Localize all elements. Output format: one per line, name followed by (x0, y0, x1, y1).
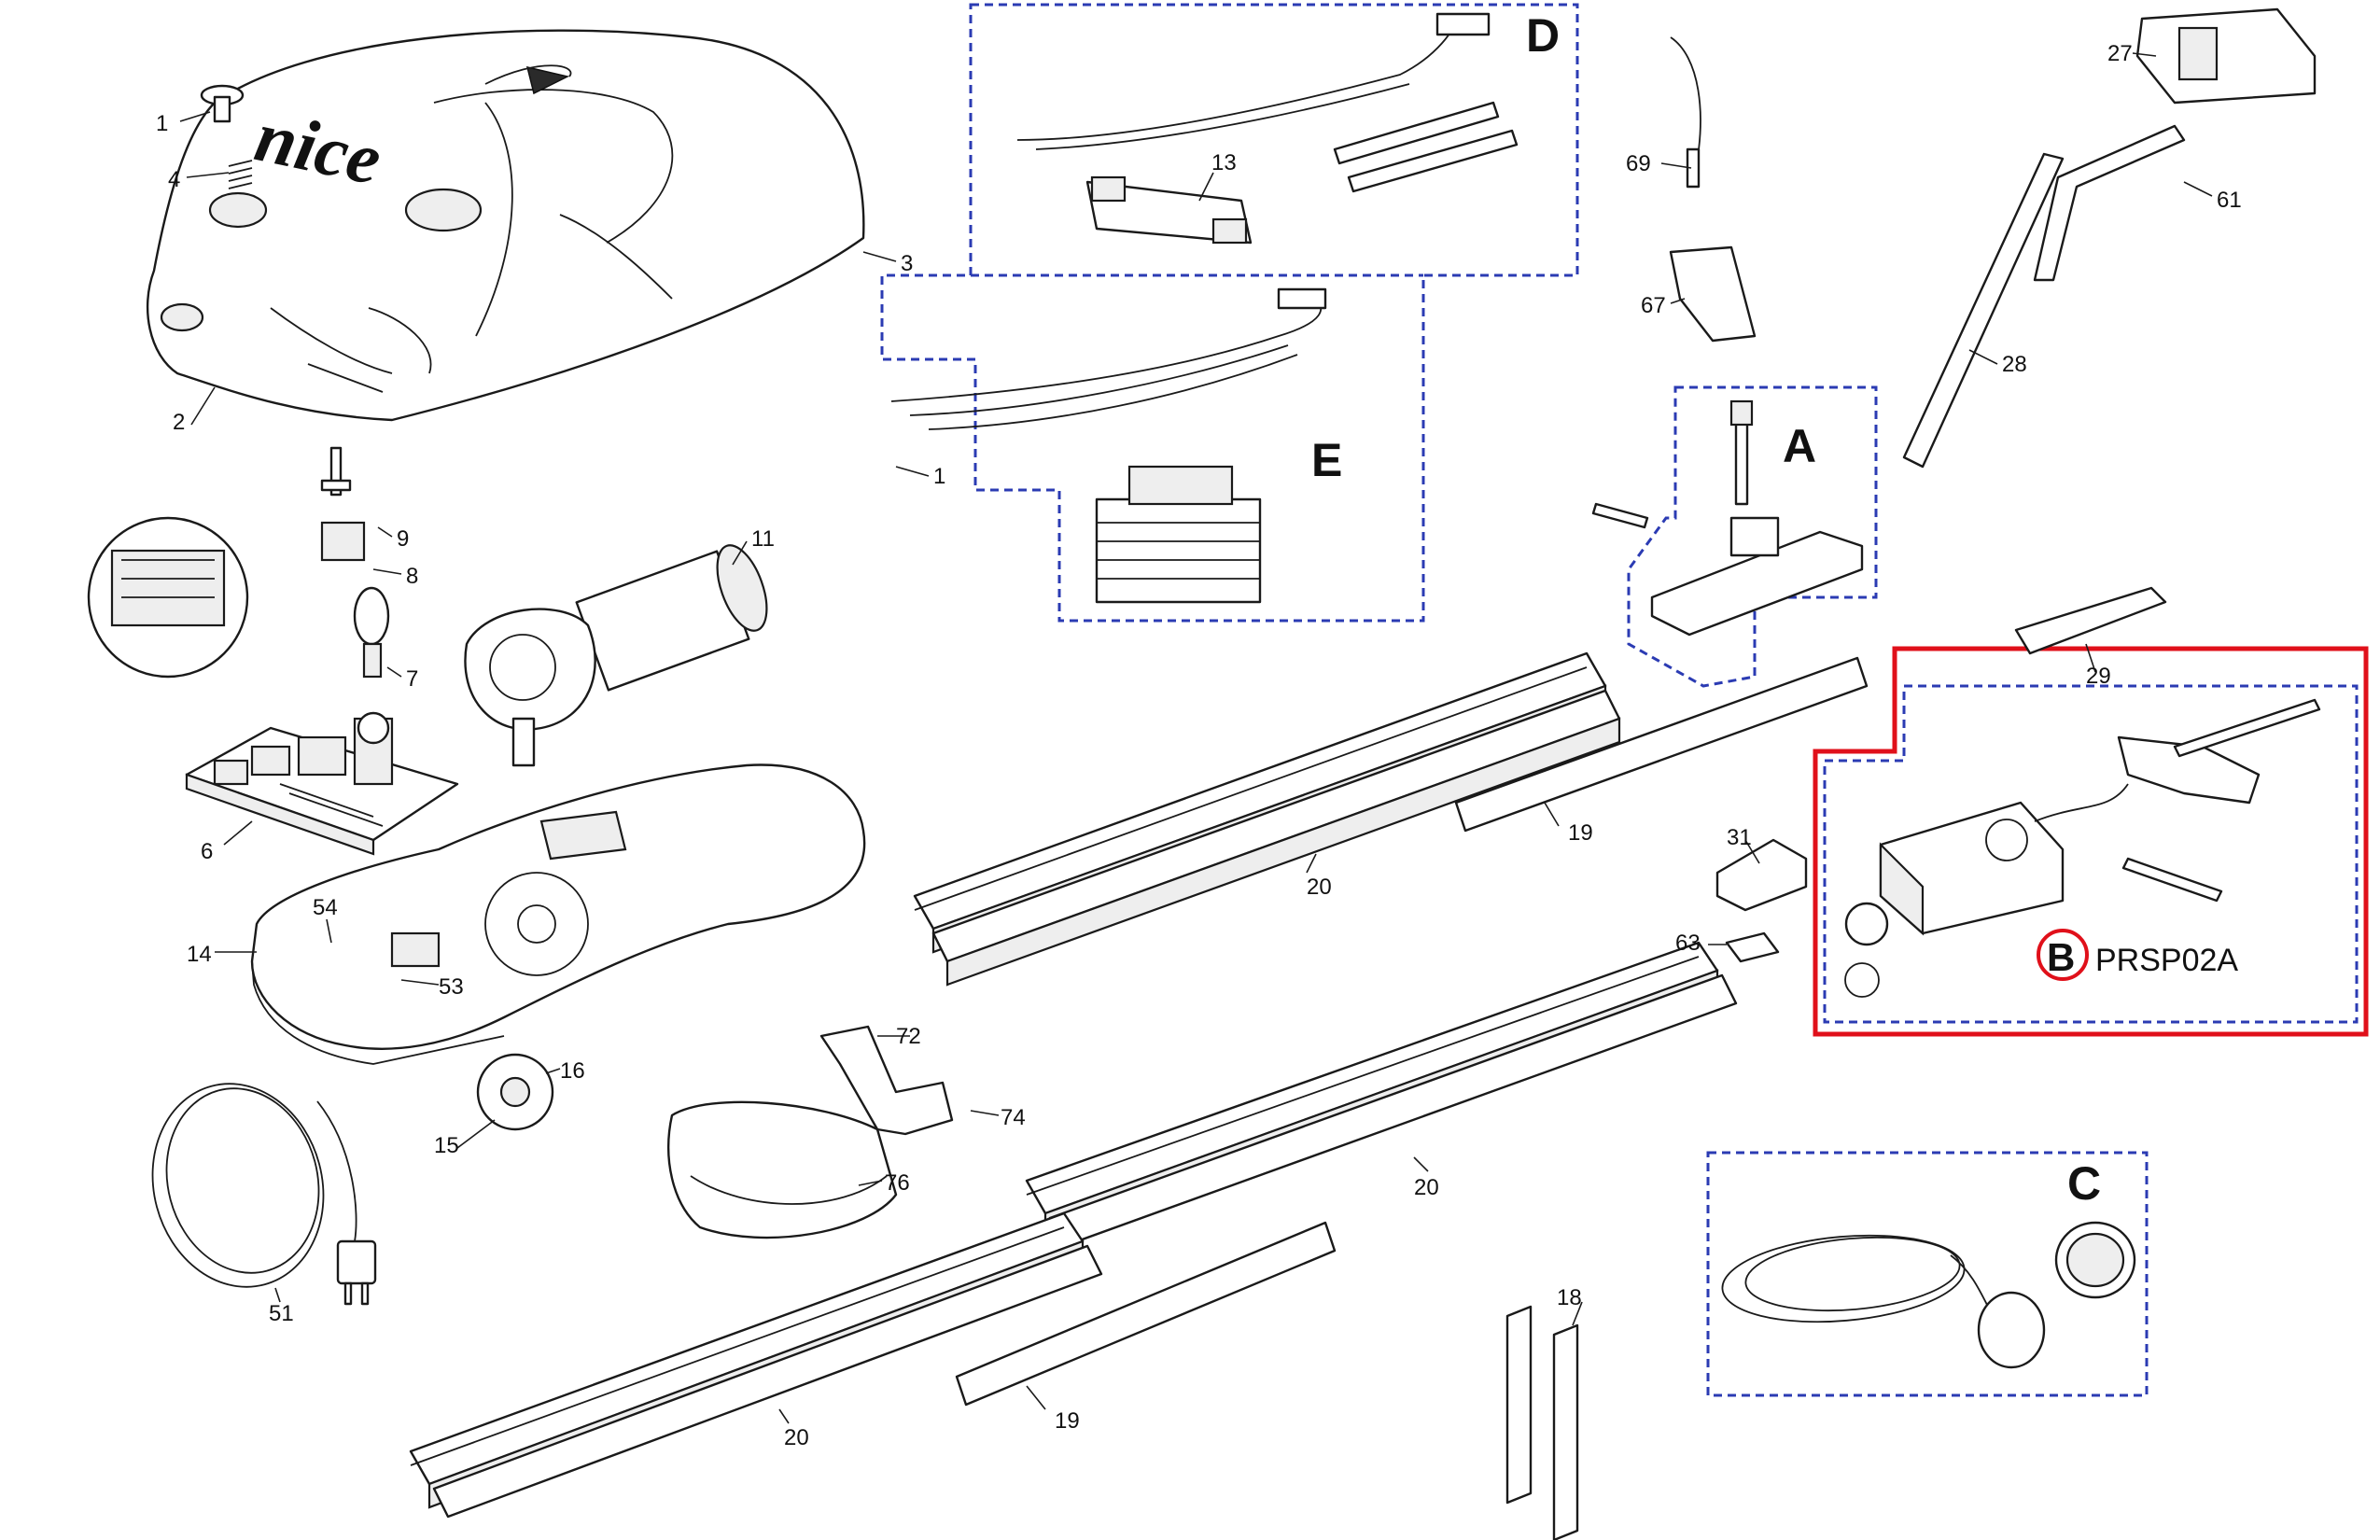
bolt-b (2121, 698, 2321, 903)
group-box-c (1706, 1151, 2149, 1397)
release-cord (1721, 1221, 2136, 1369)
bracket-72 (819, 1025, 954, 1136)
callout-16: 16 (560, 1058, 585, 1084)
sprocket-b (1844, 902, 1889, 998)
plate-63 (1725, 931, 1780, 963)
callout-63: 63 (1675, 931, 1701, 956)
base-plate (250, 763, 866, 1065)
group-letter-e: E (1311, 434, 1342, 486)
callout-19-lower: 19 (1055, 1408, 1080, 1434)
switch-part (320, 446, 366, 562)
hanger-bracket-18 (1505, 1305, 1579, 1540)
bracket-27 (2135, 7, 2317, 105)
trolley-b (1879, 783, 2129, 936)
transformer (1095, 465, 1262, 604)
callout-20-middle: 20 (1414, 1175, 1439, 1200)
callout-15: 15 (434, 1133, 459, 1158)
cable-69 (1670, 36, 1701, 189)
rail-lower (409, 1211, 1103, 1519)
rail-upper (913, 651, 1621, 987)
motor-cover: nice (146, 29, 865, 422)
callout-20-lower: 20 (784, 1425, 809, 1450)
profile-29 (2014, 586, 2167, 655)
connector-strips (1333, 101, 1519, 193)
part-spring (228, 160, 253, 189)
callout-4: 4 (168, 167, 180, 192)
detail-magnifier-circle (87, 516, 249, 679)
callout-31: 31 (1727, 825, 1752, 850)
callout-53: 53 (439, 974, 464, 1000)
callout-13: 13 (1211, 150, 1237, 175)
sprocket (476, 1053, 554, 1131)
callout-54: 54 (313, 895, 338, 920)
callout-14: 14 (187, 942, 212, 967)
callout-19-upper: 19 (1568, 820, 1593, 846)
group-box-b-inner (1823, 684, 2359, 1024)
rail-middle (1025, 941, 1738, 1248)
wire-harness-d (1016, 12, 1491, 150)
callout-11: 11 (751, 526, 775, 552)
callout-27: 27 (2107, 41, 2133, 66)
callout-1-cover: 3 (901, 251, 913, 276)
callout-76: 76 (885, 1170, 910, 1196)
group-letter-b: B (2047, 935, 2075, 979)
wire-harness-e (890, 287, 1327, 430)
power-cable (151, 1083, 377, 1306)
callout-8: 8 (406, 564, 418, 589)
callout-28: 28 (2002, 352, 2027, 377)
splice-bar-upper (1454, 656, 1869, 833)
group-letter-d: D (1526, 9, 1560, 62)
callout-20-upper: 20 (1307, 875, 1332, 900)
group-b-marker-circle (2037, 929, 2089, 981)
bracket-31 (1715, 838, 1808, 912)
bracket-61 (2033, 124, 2186, 282)
callout-9: 9 (397, 526, 409, 552)
group-letter-a: A (1783, 420, 1816, 472)
bolt-a (1591, 502, 1649, 529)
group-box-b-highlight (1813, 646, 2369, 1037)
callout-18: 18 (1557, 1285, 1582, 1310)
leader-lines (179, 52, 2213, 1424)
callout-2: 2 (173, 410, 185, 435)
callout-7: 7 (406, 666, 418, 692)
splice-bar-lower (955, 1221, 1337, 1407)
bulb (353, 586, 390, 679)
callout-51: 51 (269, 1301, 294, 1326)
bracket-67 (1669, 245, 1757, 343)
callout-29: 29 (2086, 664, 2111, 689)
callout-61: 61 (2217, 188, 2242, 213)
relay-board-13 (1085, 175, 1253, 245)
callout-labels: 1 4 3 2 1 9 8 7 6 11 14 54 53 51 15 16 7… (156, 41, 2242, 1450)
callout-3: 1 (156, 111, 168, 136)
part-knob (200, 84, 245, 123)
control-board (185, 711, 459, 856)
callout-67: 67 (1641, 293, 1666, 318)
carriage-a (1650, 399, 1864, 637)
callout-69: 69 (1626, 151, 1651, 176)
callout-72: 72 (896, 1024, 921, 1049)
callout-1-clip: 1 (933, 464, 945, 489)
group-letter-c: C (2067, 1157, 2101, 1210)
callout-74: 74 (1001, 1105, 1026, 1130)
gear-motor (464, 544, 768, 767)
callout-6: 6 (201, 839, 213, 864)
bracket-28 (1902, 152, 2065, 469)
group-box-a (1627, 385, 1878, 688)
group-b-code: PRSP02A (2095, 943, 2238, 978)
guard-76 (667, 1100, 898, 1239)
